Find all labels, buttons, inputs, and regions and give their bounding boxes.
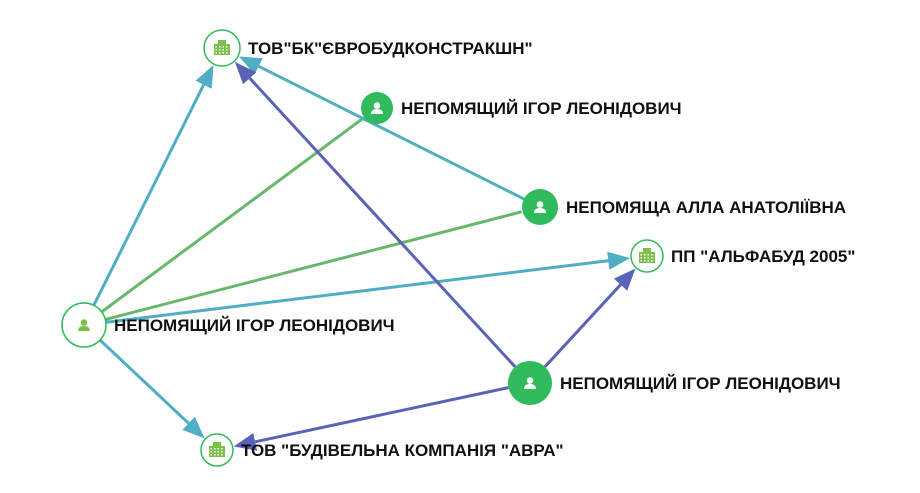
edge-p5-c4 [105, 251, 631, 324]
node-label: НЕПОМЯЩА АЛЛА АНАТОЛІЇВНА [566, 198, 846, 217]
building-icon [209, 442, 225, 457]
building-icon [214, 40, 230, 55]
arrowhead [613, 268, 636, 291]
edge-p5-c1 [92, 65, 214, 306]
person-icon [534, 201, 546, 213]
node-label: ПП "АЛЬФАБУД 2005" [671, 247, 855, 266]
node-company[interactable]: ПП "АЛЬФАБУД 2005" [630, 239, 855, 273]
edge-p5-p2 [100, 116, 365, 314]
edge-p5-p3 [104, 210, 522, 321]
person-icon [78, 319, 90, 331]
person-icon [371, 102, 383, 114]
edge-p5-c7 [99, 338, 205, 439]
building-icon [639, 248, 655, 263]
edge-p6-c1 [234, 61, 517, 368]
node-label: НЕПОМЯЩИЙ ІГОР ЛЕОНІДОВИЧ [560, 374, 841, 393]
edge-p3-c1 [238, 56, 525, 201]
node-company[interactable]: ТОВ"БК"ЄВРОБУДКОНСТРАКШН" [203, 29, 533, 67]
node-person[interactable]: НЕПОМЯЩИЙ ІГОР ЛЕОНІДОВИЧ [508, 361, 841, 405]
arrowhead [607, 251, 631, 270]
node-company[interactable]: ТОВ "БУДІВЕЛЬНА КОМПАНІЯ "АВРА" [200, 433, 564, 467]
arrowhead [195, 65, 214, 89]
arrowhead [182, 416, 205, 439]
person-icon [524, 377, 536, 389]
node-label: ТОВ "БУДІВЕЛЬНА КОМПАНІЯ "АВРА" [241, 441, 564, 460]
node-person-main[interactable]: НЕПОМЯЩИЙ ІГОР ЛЕОНІДОВИЧ [61, 302, 395, 348]
arrowhead [233, 433, 258, 451]
arrowhead [238, 56, 263, 75]
node-person[interactable]: НЕПОМЯЩИЙ ІГОР ЛЕОНІДОВИЧ [361, 92, 682, 124]
node-person[interactable]: НЕПОМЯЩА АЛЛА АНАТОЛІЇВНА [522, 189, 846, 225]
node-label: НЕПОМЯЩИЙ ІГОР ЛЕОНІДОВИЧ [114, 316, 395, 335]
arrowhead [234, 61, 257, 85]
node-label: НЕПОМЯЩИЙ ІГОР ЛЕОНІДОВИЧ [401, 99, 682, 118]
edge-p6-c4 [543, 268, 636, 368]
node-label: ТОВ"БК"ЄВРОБУДКОНСТРАКШН" [248, 39, 533, 58]
edge-p6-c7 [233, 386, 509, 451]
